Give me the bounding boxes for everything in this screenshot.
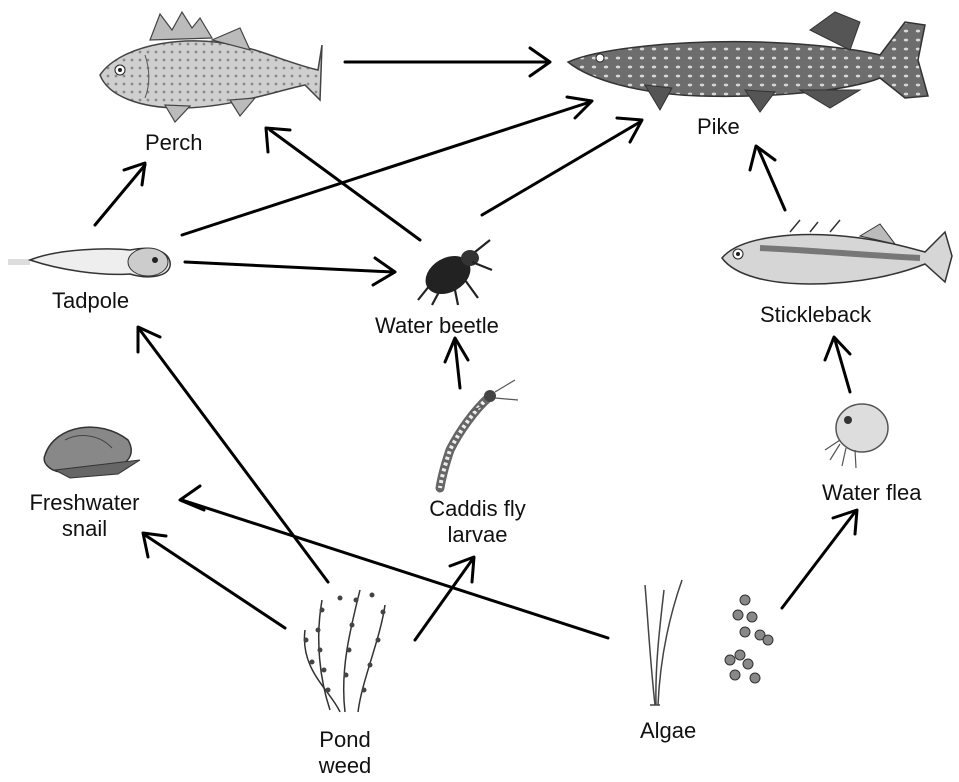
arrow-algae-to-water-flea bbox=[782, 510, 857, 608]
arrow-caddis-to-water-beetle bbox=[445, 338, 468, 388]
label-water-flea: Water flea bbox=[822, 480, 921, 506]
label-stickleback: Stickleback bbox=[760, 302, 871, 328]
arrow-water-beetle-to-perch bbox=[266, 128, 420, 240]
label-algae: Algae bbox=[640, 718, 696, 744]
arrow-water-beetle-to-pike bbox=[482, 118, 642, 215]
algae-strands-illustration bbox=[645, 580, 682, 705]
arrow-tadpole-to-water-beetle bbox=[185, 258, 395, 285]
algae-cells-illustration bbox=[725, 595, 773, 683]
label-freshwater-snail-line2: snail bbox=[12, 516, 157, 542]
label-perch: Perch bbox=[145, 130, 202, 156]
label-tadpole: Tadpole bbox=[52, 288, 129, 314]
snail-illustration bbox=[44, 427, 140, 478]
arrow-pond-weed-to-snail bbox=[143, 533, 285, 628]
arrow-perch-to-pike bbox=[345, 48, 550, 76]
water-beetle-illustration bbox=[418, 240, 492, 305]
arrow-water-flea-to-stickleback bbox=[825, 337, 850, 392]
label-freshwater-snail-line1: Freshwater bbox=[12, 490, 157, 516]
stickleback-illustration bbox=[722, 220, 952, 284]
pike-illustration bbox=[568, 12, 928, 112]
label-water-beetle: Water beetle bbox=[375, 313, 499, 339]
arrow-pond-weed-to-caddis bbox=[415, 557, 474, 640]
label-caddis-fly-larvae: Caddis fly larvae bbox=[410, 496, 545, 548]
label-freshwater-snail: Freshwater snail bbox=[12, 490, 157, 542]
arrows bbox=[95, 48, 857, 640]
label-caddis-line2: larvae bbox=[410, 522, 545, 548]
label-pike: Pike bbox=[697, 114, 740, 140]
pond-weed-illustration bbox=[304, 590, 386, 712]
label-pond-weed-line2: weed bbox=[305, 753, 385, 779]
label-caddis-line1: Caddis fly bbox=[410, 496, 545, 522]
label-pond-weed-line1: Pond bbox=[305, 727, 385, 753]
arrow-stickleback-to-pike bbox=[750, 146, 785, 210]
label-pond-weed: Pond weed bbox=[305, 727, 385, 779]
arrow-tadpole-to-perch bbox=[95, 163, 145, 225]
arrow-pond-weed-to-tadpole bbox=[138, 327, 328, 582]
caddis-larvae-illustration bbox=[440, 380, 518, 488]
tadpole-illustration bbox=[8, 248, 170, 277]
water-flea-illustration bbox=[825, 404, 888, 468]
perch-illustration bbox=[100, 12, 322, 122]
